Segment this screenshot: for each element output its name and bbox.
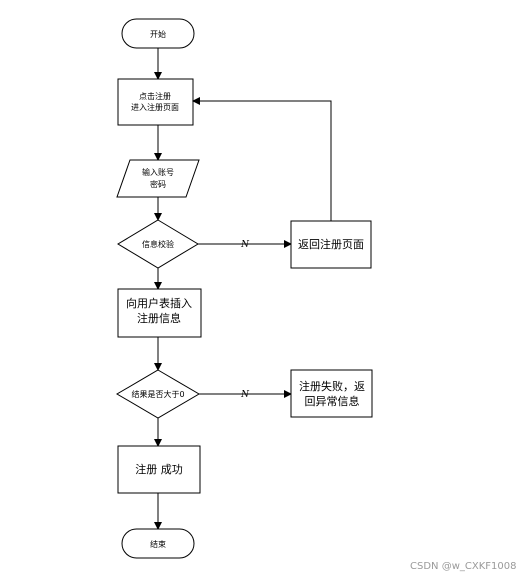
branch-no-label-1: N <box>240 240 250 250</box>
click-register-line2: 进入注册页面 <box>131 102 179 112</box>
validate-decision: 信息校验 <box>117 219 199 269</box>
input-account-line1: 输入账号 <box>142 167 174 177</box>
insert-user-line2: 注册信息 <box>137 311 181 325</box>
fail-return-line2: 回异常信息 <box>305 394 360 408</box>
click-register-line1: 点击注册 <box>139 91 171 101</box>
back-to-register-label: 返回注册页面 <box>298 237 364 251</box>
end-node: 结束 <box>121 528 195 559</box>
branch-no-label-2: N <box>240 390 250 400</box>
success-node: 注册 成功 <box>117 445 201 494</box>
click-register-node: 点击注册 进入注册页面 <box>117 78 194 126</box>
back-to-register-node: 返回注册页面 <box>290 220 372 269</box>
fail-return-line1: 注册失败，返 <box>299 379 365 393</box>
check-result-decision: 结果是否大于0 <box>116 369 200 419</box>
csdn-watermark: CSDN @w_CXKF10088 <box>410 561 516 572</box>
input-account-node: 输入账号 密码 <box>116 159 200 198</box>
fail-return-node: 注册失败，返 回异常信息 <box>290 369 373 418</box>
check-result-label: 结果是否大于0 <box>131 389 184 399</box>
insert-user-node: 向用户表插入 注册信息 <box>117 288 202 338</box>
start-node: 开始 <box>121 18 195 49</box>
validate-label: 信息校验 <box>142 239 174 249</box>
start-label: 开始 <box>150 29 166 39</box>
insert-user-line1: 向用户表插入 <box>126 296 192 310</box>
success-label: 注册 成功 <box>135 462 183 476</box>
input-account-line2: 密码 <box>150 179 166 189</box>
end-label: 结束 <box>150 539 166 549</box>
edge-back-to-register-loop <box>192 97 332 221</box>
